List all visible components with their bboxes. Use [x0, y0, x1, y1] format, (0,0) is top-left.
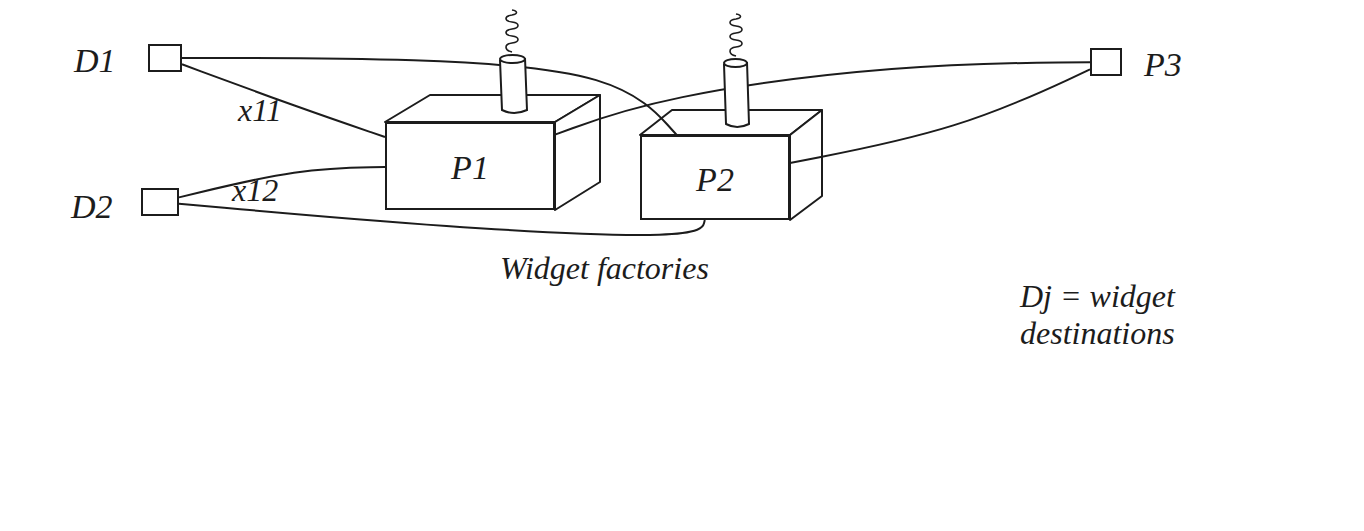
factory-side [790, 110, 822, 220]
transport-route [182, 64, 385, 137]
chimney [724, 62, 749, 127]
node-label: P1 [387, 151, 553, 185]
factory-box: P1 [385, 122, 555, 210]
smoke [506, 10, 518, 52]
chimney-top [500, 55, 525, 63]
legend-note: Dj = widget destinations [1020, 278, 1260, 352]
destination-box: D2 [141, 188, 179, 216]
caption-note: Widget factories [500, 250, 760, 287]
transport-route [555, 62, 1090, 135]
transport-route [790, 69, 1090, 163]
node-label: P3 [1144, 48, 1182, 82]
transport-route [179, 167, 385, 197]
factory-side [555, 95, 600, 210]
destination-box: D1 [148, 44, 182, 72]
smoke [730, 14, 742, 56]
node-label: D1 [74, 44, 116, 78]
chimney-top [724, 59, 747, 67]
flow-variable: x11 [238, 92, 282, 129]
node-label: D2 [71, 190, 113, 224]
destination-box: P3 [1090, 48, 1122, 76]
node-label: P2 [642, 163, 788, 197]
factory-box: P2 [640, 135, 790, 220]
chimney [500, 58, 527, 113]
